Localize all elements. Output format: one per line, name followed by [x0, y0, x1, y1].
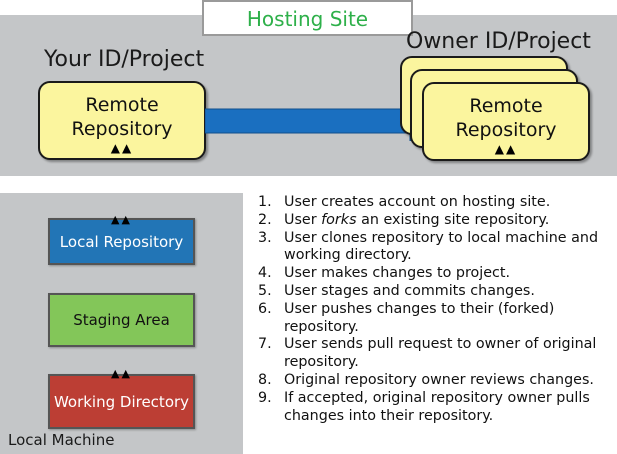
local-repository-label: Local Repository — [59, 233, 184, 251]
triangle-marker-icon: ▲▲ — [494, 142, 518, 156]
workflow-steps-list: 1.User creates account on hosting site. … — [258, 194, 614, 425]
list-item: 6.User pushes changes to their (forked) … — [258, 300, 555, 335]
triangle-marker-icon: ▲▲ — [110, 141, 134, 155]
owner-id-project-heading: Owner ID/Project — [406, 29, 591, 54]
list-item: 3.User clones repository to local machin… — [258, 229, 599, 264]
list-item: 5.User stages and commits changes. — [258, 282, 535, 299]
list-item: 2.User forks an existing site repository… — [258, 211, 550, 228]
staging-area-box: Staging Area — [48, 293, 195, 347]
owner-remote-repository: Remote Repository ▲▲ — [422, 82, 590, 161]
staging-area-label: Staging Area — [73, 311, 170, 329]
triangle-marker-icon: ▲▲ — [111, 367, 132, 380]
owner-remote-repository-label: Remote Repository — [455, 95, 557, 141]
list-item: 1.User creates account on hosting site. — [258, 194, 551, 210]
list-item: 9.If accepted, original repository owner… — [258, 389, 590, 424]
local-machine-label: Local Machine — [8, 431, 115, 449]
your-id-project-heading: Your ID/Project — [44, 47, 205, 72]
hosting-site-title: Hosting Site — [202, 0, 413, 36]
list-item: 8.Original repository owner reviews chan… — [258, 371, 594, 388]
working-directory-box: ▲▲ Working Directory — [48, 368, 195, 429]
your-remote-repository-label: Remote Repository — [71, 94, 173, 140]
your-remote-repository: Remote Repository ▲▲ — [38, 81, 206, 160]
list-item: 7.User sends pull request to owner of or… — [258, 336, 597, 371]
triangle-marker-icon: ▲▲ — [111, 213, 132, 226]
local-repository-box: ▲▲ Local Repository — [48, 214, 195, 265]
list-item: 4.User makes changes to project. — [258, 265, 511, 282]
working-directory-label: Working Directory — [53, 393, 190, 411]
